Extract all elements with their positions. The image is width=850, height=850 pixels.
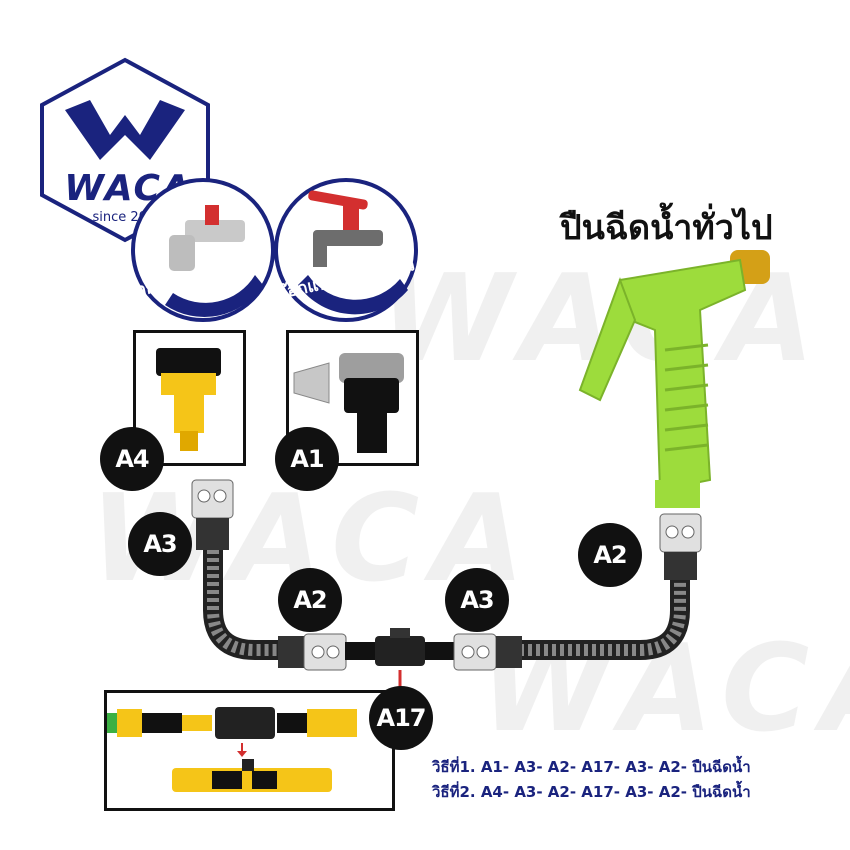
connector-a3-left	[190, 478, 235, 553]
connector-a2-mid	[278, 632, 348, 672]
faucet-threaded-label: ก๊อกน้ำแบบมีเกลียว	[123, 255, 267, 303]
connector-a2-right	[658, 512, 703, 582]
spray-gun-icon	[578, 250, 770, 508]
valve-assembly-icon	[107, 707, 357, 792]
step-2-text: วิธีที่2. A4- A3- A2- A17- A3- A2- ปืนฉี…	[432, 783, 751, 801]
quick-connector-icon	[659, 513, 702, 580]
badge-a1: A1	[275, 427, 339, 491]
connector-a3-mid	[452, 632, 522, 672]
spray-gun	[560, 240, 790, 510]
quick-connector-icon	[278, 633, 347, 671]
faucet-unthreaded	[268, 175, 423, 325]
quick-connector-icon	[191, 479, 234, 550]
badge-a3-left: A3	[128, 512, 192, 576]
threaded-faucet-icon	[131, 178, 275, 322]
step-1-text: วิธีที่1. A1- A3- A2- A17- A3- A2- ปืนฉี…	[432, 758, 751, 776]
a17-detail-box	[104, 690, 395, 811]
clamp-adapter-icon	[293, 353, 404, 453]
badge-a17: A17	[369, 686, 433, 750]
threaded-adapter-icon	[156, 348, 221, 451]
badge-a3-mid: A3	[445, 568, 509, 632]
part-a4-box	[133, 330, 246, 466]
badge-a2-mid: A2	[278, 568, 342, 632]
quick-connector-icon	[453, 633, 522, 671]
unthreaded-faucet-icon	[274, 178, 418, 322]
badge-a4: A4	[100, 427, 164, 491]
faucet-threaded	[125, 175, 280, 325]
faucet-unthreaded-label: ก๊อกแบบไม่มีเกลียว	[275, 255, 417, 304]
shutoff-valve-icon	[345, 628, 455, 666]
badge-a2-right: A2	[578, 523, 642, 587]
valve-a17	[345, 628, 455, 673]
page-title: ปืนฉีดน้ำทั่วไป	[560, 208, 773, 248]
